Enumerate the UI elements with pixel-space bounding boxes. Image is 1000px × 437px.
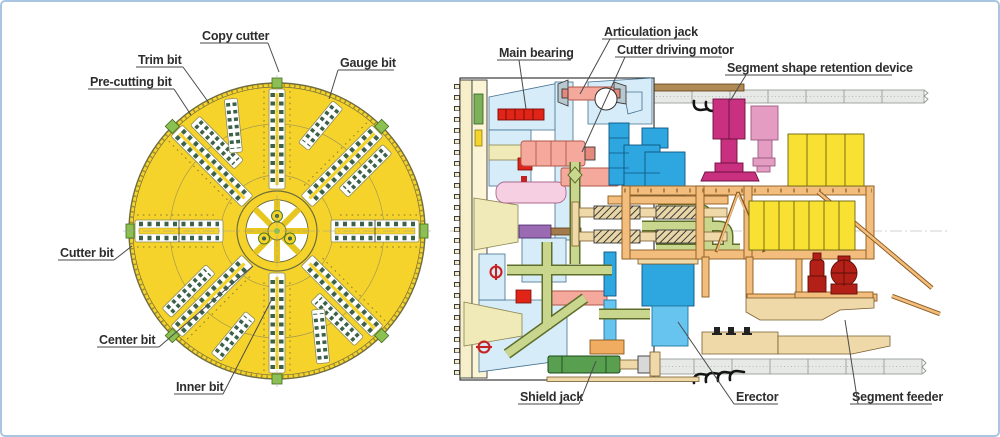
leader-trim-bit xyxy=(136,66,210,104)
leader-copy-cutter xyxy=(200,42,280,73)
leader-shield-jack xyxy=(518,360,597,405)
tbm-cross-section xyxy=(450,77,948,385)
label-segment-feeder: Segment feeder xyxy=(852,390,943,404)
leader-cutter-driving-motor xyxy=(581,56,722,153)
label-shield-jack: Shield jack xyxy=(520,390,583,404)
label-gauge-bit: Gauge bit xyxy=(340,56,397,70)
label-erector: Erector xyxy=(736,390,779,404)
label-articulation-jack: Articulation jack xyxy=(604,25,698,39)
leader-center-bit xyxy=(97,265,254,348)
floor-plate xyxy=(546,376,700,382)
label-main-bearing: Main bearing xyxy=(499,46,574,60)
tank-valve xyxy=(521,176,527,182)
cutterhead-face-view xyxy=(123,75,431,389)
leader-gauge-bit xyxy=(328,69,394,100)
leader-main-bearing xyxy=(497,59,571,110)
shield-jack-unit xyxy=(547,339,661,377)
label-cutter-bit: Cutter bit xyxy=(60,246,115,260)
crosshair-centerlines xyxy=(123,75,431,389)
gantry-frame xyxy=(621,185,941,317)
leader-erector xyxy=(677,321,778,405)
valve-wheel xyxy=(476,264,503,354)
label-inner-bit: Inner bit xyxy=(176,380,225,394)
leader-segment-feeder xyxy=(844,319,932,405)
segment-stacks xyxy=(748,133,865,251)
leader-cutter-bit xyxy=(58,245,133,261)
screw-conveyor-shaft xyxy=(571,195,729,247)
copy-cutter-device xyxy=(473,93,484,125)
segment-shape-retention-device xyxy=(700,98,779,182)
tank xyxy=(495,181,567,204)
tunnel-lining-bottom xyxy=(655,358,927,375)
label-center-bit: Center bit xyxy=(99,333,156,347)
hydraulic-pumps xyxy=(807,252,858,295)
leader-segment-shape-retention-device xyxy=(725,74,892,102)
center-shaft-cylinder xyxy=(518,224,582,239)
label-copy-cutter: Copy cutter xyxy=(202,29,270,43)
pipe-valve xyxy=(567,166,583,184)
label-trim-bit: Trim bit xyxy=(138,53,183,67)
leader-articulation-jack xyxy=(579,38,690,95)
label-cutter-driving-motor: Cutter driving motor xyxy=(617,43,734,57)
leader-pre-cutting-bit xyxy=(88,88,192,116)
label-segment-shape-retention-device: Segment shape retention device xyxy=(727,61,913,75)
segment-feeder-structure xyxy=(701,297,891,355)
label-pre-cutting-bit: Pre-cutting bit xyxy=(90,75,173,89)
leader-inner-bit xyxy=(174,296,274,395)
callout-labels: Copy cutter Trim bit Pre-cutting bit Gau… xyxy=(58,25,944,405)
